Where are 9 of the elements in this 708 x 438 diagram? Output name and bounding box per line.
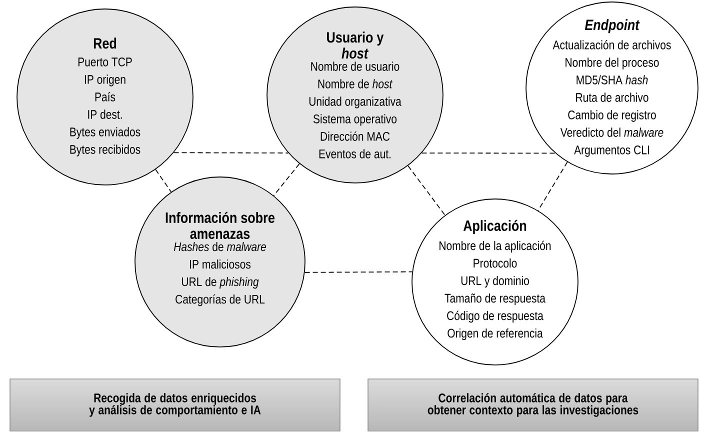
summary-box: Recogida de datos enriquecidos y análisis de comportamiento e IA xyxy=(10,378,340,432)
summary-box: Correlación automática de datos para obtener contexto para las investigaciones xyxy=(368,378,698,432)
dashed-connector xyxy=(155,169,172,192)
dashed-connector xyxy=(173,152,289,154)
dashed-connector xyxy=(538,162,568,211)
dashed-connector xyxy=(304,271,413,273)
dashed-connector xyxy=(273,163,300,196)
dashed-connector xyxy=(408,165,446,216)
dashed-connector xyxy=(421,152,556,154)
